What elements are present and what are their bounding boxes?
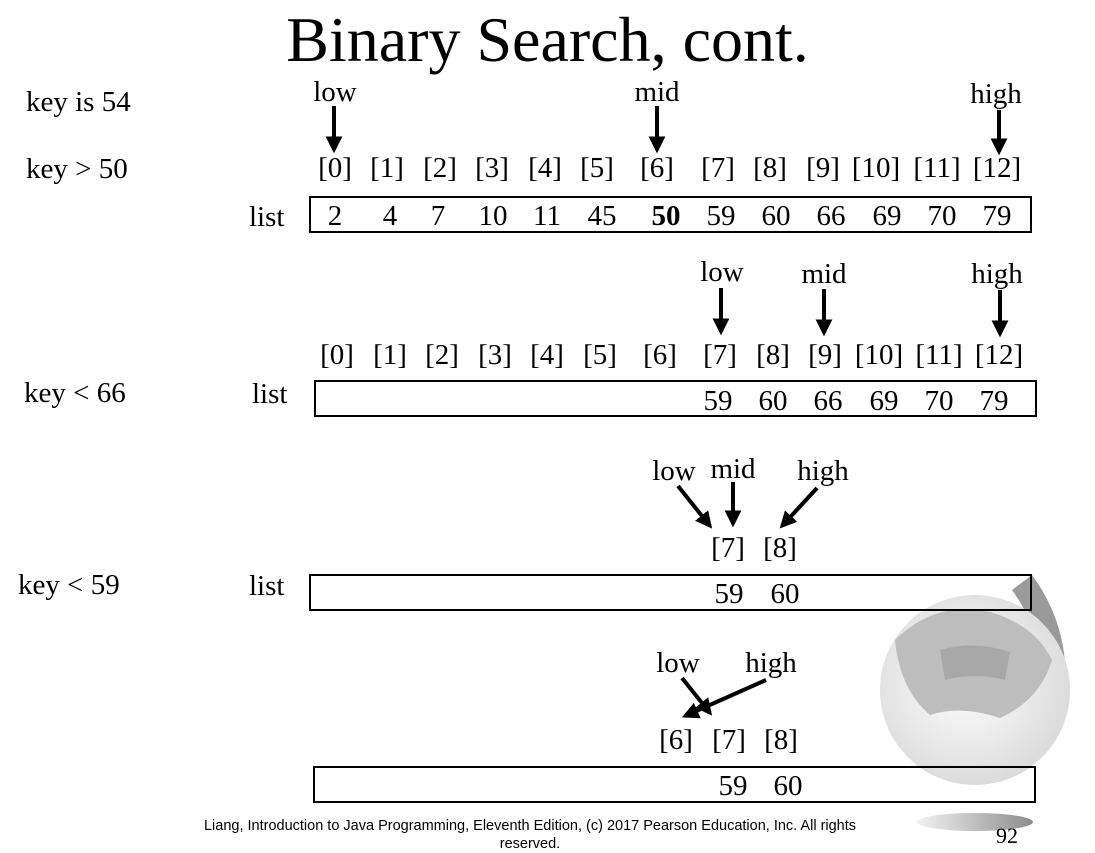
index-cell: [7] bbox=[701, 152, 735, 184]
index-cell: [12] bbox=[972, 152, 1022, 184]
list-value: 59 bbox=[703, 385, 733, 417]
list-value: 66 bbox=[816, 200, 846, 232]
index-cell: [3] bbox=[475, 152, 509, 184]
pointer-low-row3: low bbox=[652, 455, 696, 487]
slide-footer: Liang, Introduction to Java Programming,… bbox=[203, 818, 857, 852]
index-cell: [7] bbox=[711, 532, 745, 564]
list-label-row2: list bbox=[252, 378, 288, 410]
index-cell: [1] bbox=[373, 339, 407, 371]
list-box-row1 bbox=[309, 196, 1032, 233]
list-value: 45 bbox=[587, 200, 617, 232]
list-value: 79 bbox=[979, 385, 1009, 417]
key-is-label: key is 54 bbox=[26, 86, 131, 118]
key-lt-59-label: key < 59 bbox=[18, 569, 120, 601]
list-value: 2 bbox=[327, 200, 343, 232]
list-value: 60 bbox=[773, 770, 803, 802]
index-cell: [3] bbox=[478, 339, 512, 371]
list-value-mid: 50 bbox=[651, 200, 681, 232]
pointer-low-row4: low bbox=[656, 647, 700, 679]
index-cell: [12] bbox=[974, 339, 1024, 371]
list-box-row4 bbox=[313, 766, 1036, 803]
list-label-row3: list bbox=[249, 570, 285, 602]
key-gt-50-label: key > 50 bbox=[26, 153, 128, 185]
index-cell: [8] bbox=[756, 339, 790, 371]
list-value: 79 bbox=[982, 200, 1012, 232]
list-value: 59 bbox=[718, 770, 748, 802]
index-cell: [9] bbox=[806, 152, 840, 184]
list-value: 10 bbox=[478, 200, 508, 232]
index-cell: [10] bbox=[854, 339, 904, 371]
list-value: 66 bbox=[813, 385, 843, 417]
list-value: 60 bbox=[770, 578, 800, 610]
pointer-low-row1: low bbox=[313, 76, 357, 108]
list-value: 60 bbox=[758, 385, 788, 417]
pointer-mid-row1: mid bbox=[634, 76, 680, 108]
pointer-high-row1: high bbox=[970, 78, 1022, 110]
slide-title: Binary Search, cont. bbox=[286, 4, 809, 75]
pointer-high-row4: high bbox=[745, 647, 797, 679]
list-value: 11 bbox=[533, 200, 561, 232]
index-cell: [6] bbox=[643, 339, 677, 371]
list-value: 70 bbox=[924, 385, 954, 417]
index-cell: [5] bbox=[580, 152, 614, 184]
index-cell: [4] bbox=[530, 339, 564, 371]
key-lt-66-label: key < 66 bbox=[24, 377, 126, 409]
list-box-row3 bbox=[309, 574, 1032, 611]
pointer-mid-row2: mid bbox=[801, 258, 847, 290]
list-box-row2 bbox=[314, 380, 1037, 417]
page-number: 92 bbox=[996, 823, 1018, 848]
index-cell: [2] bbox=[423, 152, 457, 184]
pointer-low-row2: low bbox=[700, 256, 744, 288]
list-value: 59 bbox=[706, 200, 736, 232]
index-cell: [11] bbox=[913, 152, 961, 184]
index-cell: [7] bbox=[712, 724, 746, 756]
pointer-high-row2: high bbox=[971, 258, 1023, 290]
index-cell: [5] bbox=[583, 339, 617, 371]
index-cell: [1] bbox=[370, 152, 404, 184]
list-value: 60 bbox=[761, 200, 791, 232]
index-cell: [0] bbox=[320, 339, 354, 371]
index-cell: [8] bbox=[763, 532, 797, 564]
index-cell: [10] bbox=[851, 152, 901, 184]
pointer-high-row3: high bbox=[797, 455, 849, 487]
index-cell: [11] bbox=[915, 339, 963, 371]
list-value: 69 bbox=[869, 385, 899, 417]
list-value: 70 bbox=[927, 200, 957, 232]
index-cell: [9] bbox=[808, 339, 842, 371]
index-cell: [2] bbox=[425, 339, 459, 371]
index-cell: [8] bbox=[764, 724, 798, 756]
pointer-mid-row3: mid bbox=[710, 453, 756, 485]
index-cell: [4] bbox=[528, 152, 562, 184]
index-cell: [6] bbox=[640, 152, 674, 184]
list-value: 7 bbox=[430, 200, 446, 232]
list-value: 4 bbox=[382, 200, 398, 232]
index-cell: [8] bbox=[753, 152, 787, 184]
list-value: 59 bbox=[714, 578, 744, 610]
list-value: 69 bbox=[872, 200, 902, 232]
index-cell: [6] bbox=[659, 724, 693, 756]
list-label-row1: list bbox=[249, 201, 285, 233]
index-cell: [7] bbox=[703, 339, 737, 371]
index-cell: [0] bbox=[318, 152, 352, 184]
